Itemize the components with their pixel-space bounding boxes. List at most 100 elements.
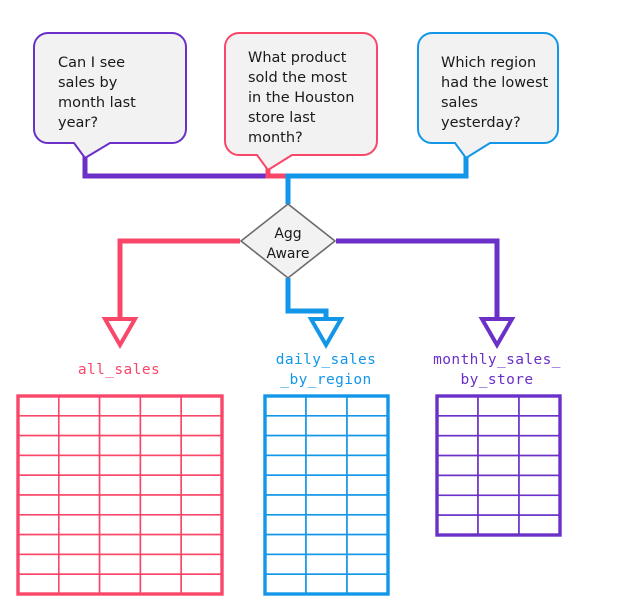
question-text-3-line-2: had the lowest [441, 75, 549, 91]
table-cell [57, 454, 101, 476]
table-cell [436, 434, 479, 457]
table-cell [98, 553, 142, 576]
diamond-shape [239, 202, 337, 280]
table-cell [477, 415, 520, 437]
question-bubble-houston-product[interactable]: What product sold the most in the Housto… [224, 32, 378, 172]
table-cell [264, 395, 307, 417]
table-cell [436, 494, 479, 516]
table-cell [346, 474, 389, 496]
table-cell [264, 414, 307, 437]
question-text-3-line-1: Which region [441, 55, 536, 71]
table-cell [17, 434, 60, 457]
table-cell [139, 513, 182, 536]
question-text-3-line-4: yesterday? [441, 115, 521, 131]
table-cell [98, 494, 142, 516]
table-cell [518, 474, 561, 497]
edge-node-to-daily-sales [285, 278, 345, 350]
table-outline [263, 394, 390, 596]
table-label-daily-sales-line-2: _by_region [280, 372, 371, 388]
table-grid-all-sales[interactable] [16, 394, 224, 596]
table-cell [264, 474, 307, 496]
table-cell [436, 415, 479, 437]
table-cell [139, 454, 182, 476]
table-cell [57, 434, 101, 457]
table-cell [346, 414, 389, 437]
question-text-1-line-3: month last [58, 95, 136, 111]
edge-blue-question-to-node [285, 152, 469, 204]
table-cell [98, 395, 142, 417]
table-cell [17, 573, 60, 595]
table-cell [17, 513, 60, 536]
edge-node-to-monthly-sales [336, 238, 516, 350]
table-cell [57, 573, 101, 595]
question-text-2-line-3: in the Houston [248, 90, 355, 106]
table-cell [477, 454, 520, 477]
table-cell [477, 494, 520, 516]
table-cell [264, 513, 307, 536]
table-label-monthly-sales-line-1: monthly_sales_ [433, 352, 561, 368]
table-cell [264, 434, 307, 457]
question-text-1-line-1: Can I see [58, 55, 125, 71]
table-cell [436, 395, 479, 417]
table-cell [139, 434, 182, 457]
table-label-daily-sales: daily_sales _by_region [276, 352, 376, 388]
table-cell [264, 573, 307, 595]
table-cell [98, 434, 142, 457]
table-cell [346, 434, 389, 457]
question-bubble-month-sales[interactable]: Can I see sales by month last year? [33, 32, 187, 160]
table-label-monthly-sales: monthly_sales_ by_store [433, 352, 561, 388]
table-cell [305, 395, 348, 417]
table-cell [305, 414, 348, 437]
table-cell [305, 513, 348, 536]
table-cell [57, 474, 101, 496]
table-cell [305, 533, 348, 556]
table-cell [139, 553, 182, 576]
table-cell [180, 513, 223, 536]
table-cell [57, 395, 101, 417]
table-cell [98, 474, 142, 496]
table-cell [518, 395, 561, 417]
table-cell [518, 415, 561, 437]
table-cell [264, 494, 307, 516]
table-cell [518, 514, 561, 536]
table-cell [139, 474, 182, 496]
table-cell [17, 553, 60, 576]
table-cell [477, 514, 520, 536]
table-grid-monthly-sales[interactable] [435, 394, 562, 537]
question-bubble-lowest-region[interactable]: Which region had the lowest sales yester… [417, 32, 559, 160]
table-cell [264, 533, 307, 556]
question-text-1-line-2: sales by [58, 75, 118, 91]
table-cell [180, 395, 223, 417]
table-cell [57, 494, 101, 516]
table-cell [305, 474, 348, 496]
table-cell [180, 434, 223, 457]
table-cell [180, 553, 223, 576]
table-cell [139, 494, 182, 516]
table-cell [57, 414, 101, 437]
question-text-2-line-2: sold the most [248, 70, 347, 86]
table-cell [98, 573, 142, 595]
table-cell [139, 395, 182, 417]
question-text-2-line-4: store last [248, 110, 316, 126]
table-cell [305, 553, 348, 576]
question-text-1-line-4: year? [58, 115, 98, 131]
table-cell [180, 533, 223, 556]
agg-aware-decision-node[interactable]: Agg Aware [239, 202, 337, 280]
table-grid-daily-sales[interactable] [263, 394, 390, 596]
table-cell [346, 533, 389, 556]
question-bubble-shape-3 [417, 32, 559, 160]
table-cell [346, 513, 389, 536]
table-cell [57, 533, 101, 556]
agg-aware-label-line-2: Aware [266, 246, 309, 262]
table-cell [346, 395, 389, 417]
table-cell [477, 474, 520, 497]
edge-node-to-all-sales [101, 238, 240, 350]
table-cell [180, 494, 223, 516]
table-cell [305, 454, 348, 476]
table-outline [435, 394, 562, 537]
table-cell [518, 434, 561, 457]
table-cell [264, 553, 307, 576]
table-cell [436, 514, 479, 536]
